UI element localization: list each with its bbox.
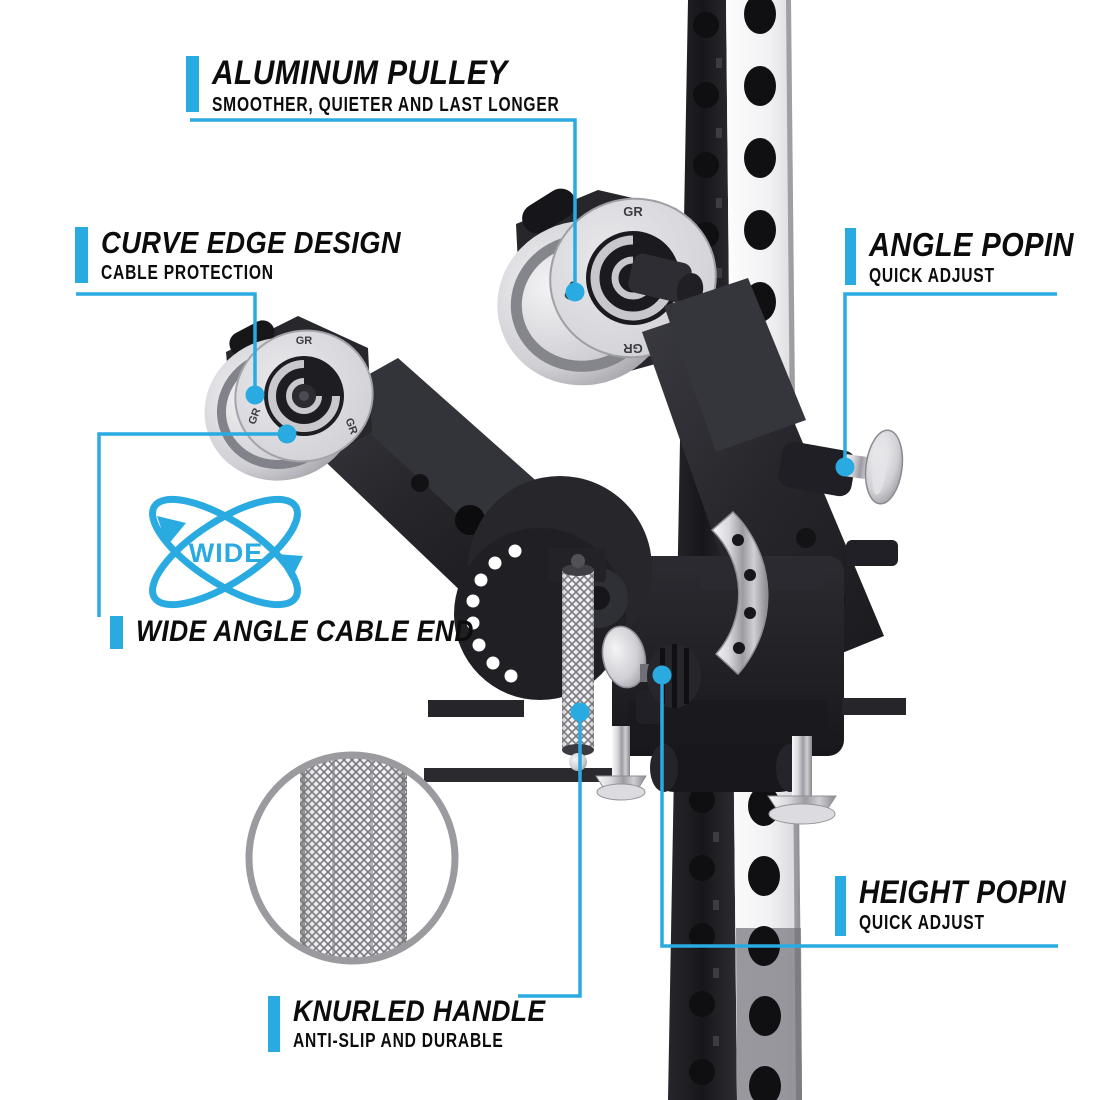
callout-title: KNURLED HANDLE xyxy=(293,995,546,1028)
callout-angle-popin: ANGLE POPIN QUICK ADJUST xyxy=(845,226,1100,288)
callout-title: ANGLE POPIN xyxy=(869,226,1074,263)
callout-aluminum-pulley: ALUMINUM PULLEY SMOOTHER, QUIETER AND LA… xyxy=(186,54,658,117)
angle-popin-pin xyxy=(778,429,904,505)
accent-bar xyxy=(110,616,123,649)
callout-wide-angle-cable-end: WIDE ANGLE CABLE END xyxy=(110,616,520,649)
wide-angle-icon: WIDE xyxy=(149,495,303,609)
callout-subtitle: SMOOTHER, QUIETER AND LAST LONGER xyxy=(212,94,560,117)
callout-title: HEIGHT POPIN xyxy=(859,874,1067,910)
body-detail xyxy=(628,700,828,744)
leader-aluminum-pulley xyxy=(190,118,577,292)
callout-subtitle: ANTI-SLIP AND DURABLE xyxy=(293,1030,504,1053)
clamp-wing-right xyxy=(842,698,906,715)
upright-hole-marks xyxy=(713,58,722,1046)
leader-curve-edge xyxy=(76,292,257,395)
bottom-clamp xyxy=(595,726,837,825)
lower-plate xyxy=(424,768,628,782)
knurl-inset xyxy=(245,751,459,965)
leader-height-popin xyxy=(660,675,1058,948)
leader-dots xyxy=(245,282,855,722)
accent-bar xyxy=(186,56,199,112)
callout-title: WIDE ANGLE CABLE END xyxy=(136,615,474,648)
accent-bar xyxy=(845,228,856,285)
callout-title: CURVE EDGE DESIGN xyxy=(101,225,402,260)
accent-bar xyxy=(835,876,846,936)
leader-angle-popin xyxy=(843,292,1057,467)
pulley-rim-logo: GR xyxy=(246,406,263,426)
pulley-rim-logo: GR xyxy=(296,335,313,347)
callout-height-popin: HEIGHT POPIN QUICK ADJUST xyxy=(835,874,1094,936)
callout-subtitle: QUICK ADJUST xyxy=(869,265,995,288)
screw-shaft-right xyxy=(792,736,812,798)
screw-shaft-left xyxy=(612,726,630,778)
angle-scale-sector xyxy=(710,510,769,676)
upright-holes-light-face xyxy=(744,0,781,1100)
leader-wide-angle xyxy=(97,432,287,617)
clamp-wing-left xyxy=(428,700,524,717)
accent-bar xyxy=(75,227,88,283)
pulley-rim-logo: GR xyxy=(343,417,360,437)
left-pulley: GR GR GR xyxy=(204,316,374,481)
callout-title: ALUMINUM PULLEY xyxy=(212,54,508,92)
callout-curve-edge-design: CURVE EDGE DESIGN CABLE PROTECTION xyxy=(75,225,442,285)
hub-hole-ring xyxy=(466,544,522,683)
wide-icon-label: WIDE xyxy=(189,538,264,568)
callout-knurled-handle: KNURLED HANDLE ANTI-SLIP AND DURABLE xyxy=(268,996,580,1053)
arrow-icon xyxy=(276,554,303,580)
knurled-handle xyxy=(548,548,606,771)
leader-lines xyxy=(76,118,1058,998)
callout-subtitle: QUICK ADJUST xyxy=(859,912,985,935)
pulley-machine: GR GR GR GR GR GR GR xyxy=(204,188,906,825)
arrow-icon xyxy=(157,516,186,546)
inset-ring xyxy=(245,751,459,965)
accent-bar xyxy=(268,996,280,1052)
leader-knurled-handle xyxy=(518,712,582,998)
pulley-rim-logo: GR xyxy=(623,204,643,219)
pulley-rim-logo: GR xyxy=(623,341,643,356)
callout-subtitle: CABLE PROTECTION xyxy=(101,262,274,285)
